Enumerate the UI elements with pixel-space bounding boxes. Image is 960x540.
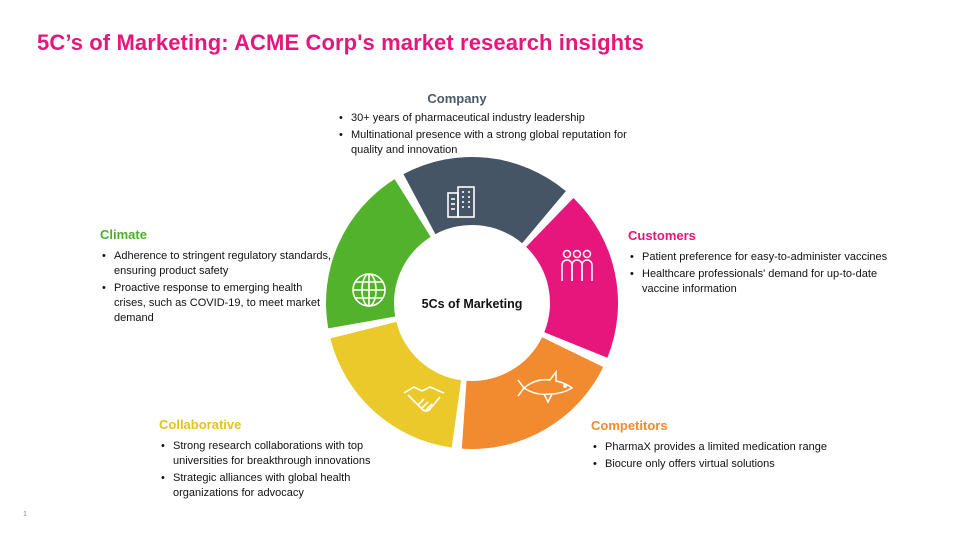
customers-bullet-1: Patient preference for easy-to-administe…	[628, 250, 888, 265]
climate-segment	[326, 179, 431, 329]
customers-heading: Customers	[628, 228, 696, 243]
climate-bullet-2: Proactive response to emerging health cr…	[100, 281, 335, 326]
climate-heading: Climate	[100, 227, 147, 242]
page-number: 1	[23, 511, 27, 518]
company-heading: Company	[427, 91, 487, 106]
competitors-section: Competitors PharmaX provides a limited m…	[591, 418, 861, 474]
people-group-icon	[561, 249, 593, 281]
company-bullet-1: 30+ years of pharmaceutical industry lea…	[337, 111, 627, 126]
customers-section: Customers Patient preference for easy-to…	[628, 228, 888, 299]
collaborative-bullet-1: Strong research collaborations with top …	[159, 439, 409, 469]
competitors-bullet-2: Biocure only offers virtual solutions	[591, 457, 861, 472]
climate-section: Climate Adherence to stringent regulator…	[100, 227, 335, 328]
center-circle	[412, 243, 532, 363]
globe-icon	[352, 273, 386, 307]
company-section: Company 30+ years of pharmaceutical indu…	[337, 91, 627, 160]
competitors-bullet-1: PharmaX provides a limited medication ra…	[591, 440, 861, 455]
climate-bullet-1: Adherence to stringent regulatory standa…	[100, 249, 335, 279]
collaborative-segment	[330, 321, 462, 448]
slide-title: 5C’s of Marketing: ACME Corp's market re…	[37, 30, 644, 55]
company-segment	[403, 157, 566, 244]
competitors-heading: Competitors	[591, 418, 668, 433]
shark-icon	[517, 369, 574, 404]
collaborative-section: Collaborative Strong research collaborat…	[159, 417, 409, 503]
handshake-icon	[403, 386, 445, 412]
customers-bullet-2: Healthcare professionals' demand for up-…	[628, 267, 888, 297]
five-cs-cycle-diagram: 5Cs of Marketing	[326, 157, 618, 449]
company-bullet-2: Multinational presence with a strong glo…	[337, 128, 627, 158]
collaborative-bullet-2: Strategic alliances with global health o…	[159, 471, 409, 501]
office-building-icon	[447, 186, 475, 218]
center-label: 5Cs of Marketing	[422, 297, 523, 311]
collaborative-heading: Collaborative	[159, 417, 242, 432]
